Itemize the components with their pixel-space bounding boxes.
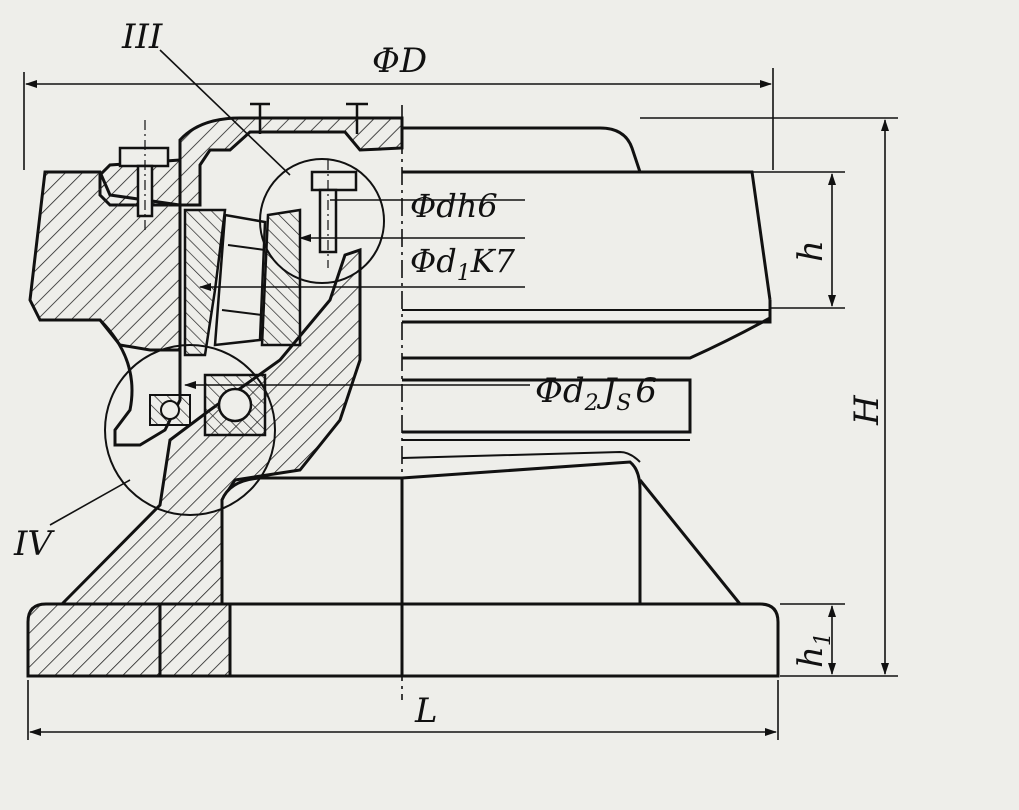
label-length-L: L <box>414 691 438 731</box>
leader-IV <box>49 479 131 526</box>
bolt-inner <box>310 160 358 268</box>
label-section-III: III <box>121 17 163 57</box>
label-height-H: H <box>847 394 887 426</box>
ball-bearing <box>149 373 267 437</box>
label-height-h1: h1 <box>791 632 836 668</box>
dimension-h <box>752 171 845 309</box>
dimension-H <box>640 117 898 677</box>
vent-plugs <box>250 102 368 134</box>
bolt-top-left <box>118 120 170 230</box>
leader-III <box>159 49 291 176</box>
base-plate <box>26 602 780 678</box>
detail-circle-III <box>259 158 385 284</box>
label-diameter-D: ΦD <box>372 41 427 81</box>
dimension-L <box>27 680 779 740</box>
dimension-h1 <box>780 603 845 675</box>
label-dim-d: Φdh6 <box>410 187 498 225</box>
svg-text:Φd1K7: Φd1K7 <box>410 242 516 286</box>
svg-text:h1: h1 <box>791 632 836 668</box>
dimension-D <box>23 68 774 170</box>
label-section-IV: IV <box>13 524 55 564</box>
label-dim-d1: Φd1K7 <box>410 242 516 286</box>
detail-circle-IV <box>104 344 276 516</box>
taper-roller-bearing <box>183 208 302 357</box>
label-height-h: h <box>791 240 831 262</box>
